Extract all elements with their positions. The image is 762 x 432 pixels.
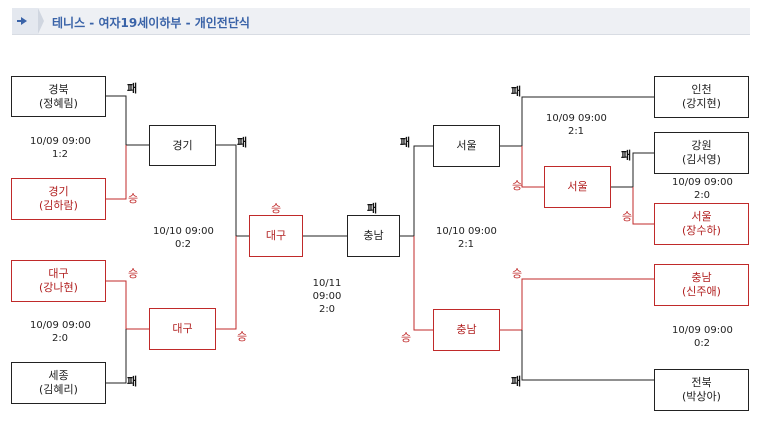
- match-score: 2:0: [318, 304, 336, 315]
- player-name: (장수하): [682, 224, 721, 237]
- qf-box-gyeonggi[interactable]: 경기: [149, 125, 216, 166]
- match-info: 10/09 09:00 2:0: [30, 319, 91, 345]
- team-name: 대구: [48, 267, 69, 280]
- lose-mark: 패: [511, 85, 522, 98]
- lose-mark: 패: [127, 375, 138, 388]
- win-mark: 승: [512, 267, 523, 280]
- team-name: 서울: [567, 180, 588, 193]
- lose-mark: 패: [400, 136, 411, 149]
- title-bar: 테니스 - 여자19세이하부 - 개인전단식: [12, 8, 750, 35]
- player-name: (정혜림): [39, 96, 78, 110]
- team-box-daegu[interactable]: 대구 (강나현): [11, 260, 106, 302]
- team-name: 경기: [48, 185, 69, 198]
- team-name: 충남: [691, 271, 712, 284]
- team-name: 대구: [265, 229, 287, 242]
- match-datetime: 10/09 09:00: [672, 325, 733, 336]
- match-time: 09:00: [312, 291, 342, 302]
- player-name: (박상아): [682, 390, 721, 403]
- match-score: 2:1: [567, 126, 585, 137]
- match-score: 1:2: [51, 149, 69, 160]
- lose-mark: 패: [237, 136, 248, 149]
- team-name: 경기: [172, 138, 193, 152]
- team-box-chungnam[interactable]: 충남 (신주애): [654, 264, 749, 306]
- team-name: 전북: [691, 376, 712, 389]
- team-name: 서울: [691, 210, 712, 223]
- win-mark: 승: [271, 202, 282, 215]
- match-info: 10/09 09:00 1:2: [30, 135, 91, 161]
- team-box-incheon[interactable]: 인천 (강지현): [654, 76, 749, 118]
- team-box-seoul[interactable]: 서울 (장수하): [654, 203, 749, 245]
- team-name: 서울: [456, 139, 477, 152]
- team-name: 강원: [691, 139, 712, 152]
- win-mark: 승: [401, 331, 412, 344]
- team-box-sejong[interactable]: 세종 (김혜리): [11, 362, 106, 404]
- match-score: 2:1: [457, 239, 475, 250]
- r2-box-seoul[interactable]: 서울: [544, 166, 611, 208]
- qf-box-chungnam[interactable]: 충남: [433, 309, 500, 351]
- match-datetime: 10/10 09:00: [153, 226, 214, 237]
- team-box-jeonbuk[interactable]: 전북 (박상아): [654, 369, 749, 411]
- page-title: 테니스 - 여자19세이하부 - 개인전단식: [52, 16, 250, 30]
- arrow-right-icon: [12, 8, 44, 34]
- qf-box-seoul[interactable]: 서울: [433, 125, 500, 167]
- win-mark: 승: [622, 210, 633, 223]
- win-mark: 승: [128, 192, 139, 205]
- team-box-gyeongbuk[interactable]: 경북 (정혜림): [11, 76, 106, 117]
- lose-mark: 패: [621, 149, 632, 162]
- match-info: 10/11 09:00 2:0: [305, 277, 349, 316]
- match-info: 10/10 09:00 2:1: [436, 225, 497, 251]
- win-mark: 승: [237, 330, 248, 343]
- team-name: 충남: [456, 323, 477, 336]
- match-info: 10/09 09:00 2:0: [672, 176, 733, 202]
- match-score: 0:2: [174, 239, 192, 250]
- player-name: (강지현): [682, 97, 721, 110]
- match-datetime: 10/09 09:00: [672, 177, 733, 188]
- team-name: 대구: [172, 322, 193, 335]
- match-score: 0:2: [693, 338, 711, 349]
- player-name: (김서영): [682, 153, 721, 166]
- qf-box-daegu[interactable]: 대구: [149, 308, 216, 350]
- team-name: 충남: [363, 229, 384, 242]
- lose-mark: 패: [367, 202, 378, 215]
- final-box-chungnam[interactable]: 충남: [347, 215, 400, 257]
- lose-mark: 패: [511, 375, 522, 388]
- match-info: 10/09 09:00 2:1: [546, 112, 607, 138]
- match-info: 10/09 09:00 0:2: [672, 324, 733, 350]
- player-name: (강나현): [39, 281, 78, 294]
- match-datetime: 10/10 09:00: [436, 226, 497, 237]
- team-box-gangwon[interactable]: 강원 (김서영): [654, 132, 749, 174]
- match-datetime: 10/09 09:00: [30, 320, 91, 331]
- team-box-gyeonggi[interactable]: 경기 (김하람): [11, 178, 106, 220]
- team-name: 경북: [48, 82, 69, 96]
- match-date: 10/11: [312, 278, 342, 289]
- win-mark: 승: [128, 267, 139, 280]
- player-name: (김혜리): [39, 383, 78, 396]
- match-info: 10/10 09:00 0:2: [153, 225, 214, 251]
- lose-mark: 패: [127, 82, 138, 95]
- player-name: (김하람): [39, 199, 78, 212]
- team-name: 세종: [48, 369, 69, 382]
- team-name: 인천: [691, 83, 712, 96]
- match-score: 2:0: [693, 190, 711, 201]
- win-mark: 승: [512, 179, 523, 192]
- match-datetime: 10/09 09:00: [30, 136, 91, 147]
- match-datetime: 10/09 09:00: [546, 113, 607, 124]
- match-score: 2:0: [51, 333, 69, 344]
- player-name: (신주애): [682, 285, 721, 298]
- sf-box-daegu[interactable]: 대구: [249, 215, 303, 257]
